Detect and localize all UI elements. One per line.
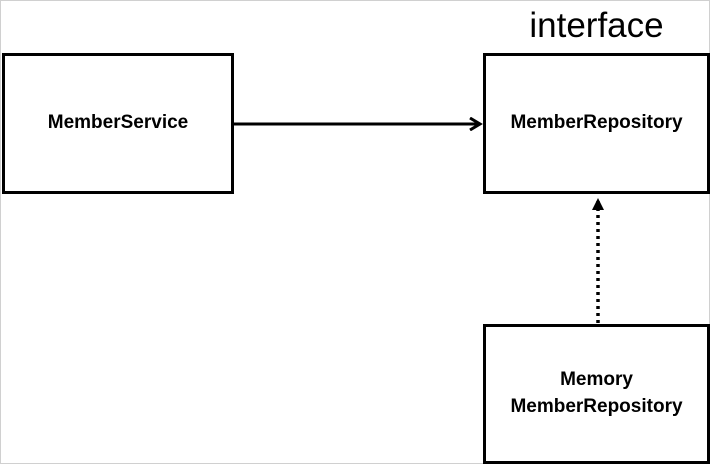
memory-member-repository-box: Memory MemberRepository — [483, 324, 710, 464]
memory-member-repository-label-line2: MemberRepository — [510, 396, 683, 417]
member-service-box: MemberService — [2, 53, 234, 194]
member-repository-box: MemberRepository — [483, 53, 710, 194]
interface-stereotype-label: interface — [529, 6, 664, 45]
member-service-label: MemberService — [47, 112, 189, 134]
member-repository-label: MemberRepository — [510, 112, 683, 134]
memory-member-repository-label-line1: Memory — [560, 369, 633, 391]
